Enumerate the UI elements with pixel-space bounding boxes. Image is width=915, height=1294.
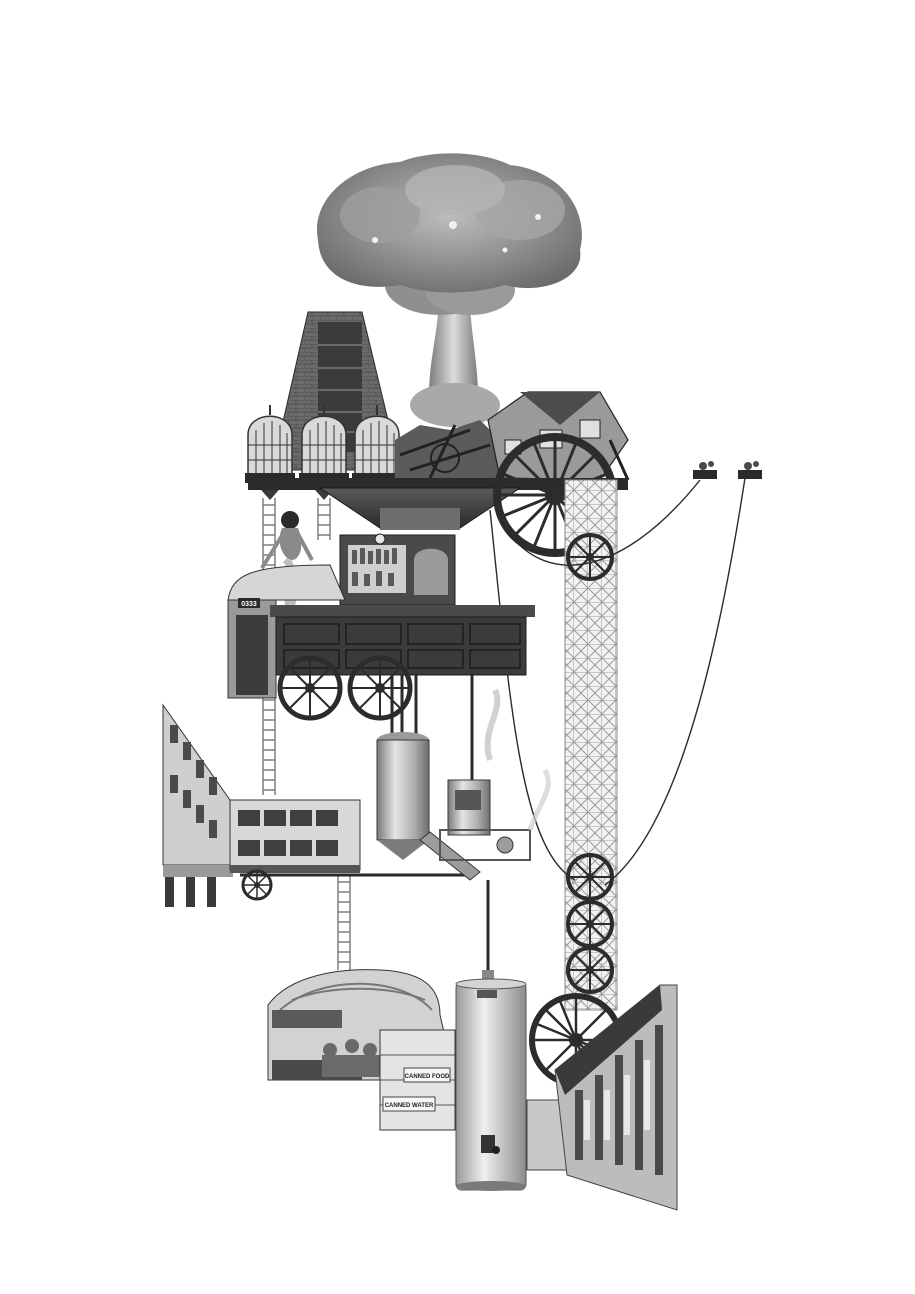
caravan-shed: 0333 (227, 564, 346, 699)
sign-plate (238, 598, 260, 608)
canned-food-box (403, 1067, 451, 1083)
funnel (318, 487, 522, 530)
bar-cabinet (339, 533, 456, 606)
cable-lines (489, 477, 746, 886)
wagon-wheel-icon (566, 853, 614, 901)
water-heater-icon (455, 970, 527, 1191)
wagon-wheel-icon (566, 900, 614, 948)
mushroom-cloud-icon (316, 153, 582, 427)
wagon-wheel-icon (566, 533, 614, 581)
canned-water-label: CANNED WATER (385, 1103, 434, 1109)
fallout-shelter: CANNED FOOD CANNED WATER (267, 969, 456, 1131)
pulley-icon (693, 461, 762, 479)
canned-water-box (382, 1096, 436, 1112)
industrial-shed (526, 984, 678, 1211)
wagon-wheel-icon (277, 655, 343, 721)
wagon-wheel-icon (241, 869, 273, 901)
wagon-wheel-icon (566, 946, 614, 994)
steel-tanks (376, 688, 551, 881)
canned-food-label: CANNED FOOD (405, 1074, 450, 1080)
pipes (240, 675, 490, 975)
modernist-building (162, 703, 361, 907)
sign-number-label: 0333 (241, 601, 257, 608)
